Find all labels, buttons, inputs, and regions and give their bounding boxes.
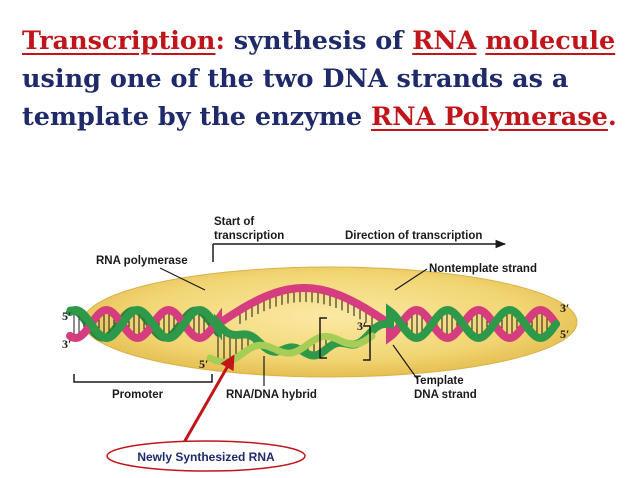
label-template-line2: DNA strand xyxy=(414,389,477,401)
heading-period: . xyxy=(607,102,617,132)
heading: Transcription: synthesis of RNA molecule… xyxy=(22,22,622,136)
heading-term-rna-polymerase: RNA Polymerase xyxy=(371,102,608,132)
label-newly-synthesized-rna: Newly Synthesized RNA xyxy=(137,450,275,464)
label-promoter: Promoter xyxy=(112,389,164,401)
label-nontemplate-strand: Nontemplate strand xyxy=(429,263,537,275)
rna-callout-oval xyxy=(106,440,306,472)
label-rna-3-prime: 3′ xyxy=(357,319,366,333)
polymerase-leader xyxy=(159,267,206,291)
heading-text-2: using one of the two DNA strands as a te… xyxy=(22,64,569,132)
label-rna-5-prime: 5′ xyxy=(199,357,208,371)
heading-term-transcription: Transcription xyxy=(22,26,216,56)
hybrid-bracket xyxy=(319,317,327,359)
label-start-line2: transcription xyxy=(214,230,284,242)
label-right-5-prime: 5′ xyxy=(560,327,569,341)
label-start-line1: Start of xyxy=(214,216,254,228)
template-strand xyxy=(66,303,560,360)
label-template-line1: Template xyxy=(414,375,464,387)
heading-text-1: synthesis of xyxy=(224,26,413,56)
label-left-3-prime: 3′ xyxy=(62,337,71,351)
label-hybrid: RNA/DNA hybrid xyxy=(226,389,317,401)
hybrid-bracket-right xyxy=(363,325,371,361)
rna-callout-arrow xyxy=(180,354,235,447)
heading-term-molecule: molecule xyxy=(485,26,616,56)
rna-strand xyxy=(206,332,376,366)
label-rna-polymerase: RNA polymerase xyxy=(96,255,188,267)
heading-colon: : xyxy=(215,26,225,56)
template-leader xyxy=(392,344,419,381)
label-direction: Direction of transcription xyxy=(345,230,482,242)
heading-term-rna: RNA xyxy=(412,26,477,56)
label-left-5-prime: 5′ xyxy=(62,309,71,323)
label-right-3-prime: 3′ xyxy=(560,301,569,315)
nontemplate-leader xyxy=(394,268,428,291)
promoter-bracket xyxy=(73,374,213,383)
